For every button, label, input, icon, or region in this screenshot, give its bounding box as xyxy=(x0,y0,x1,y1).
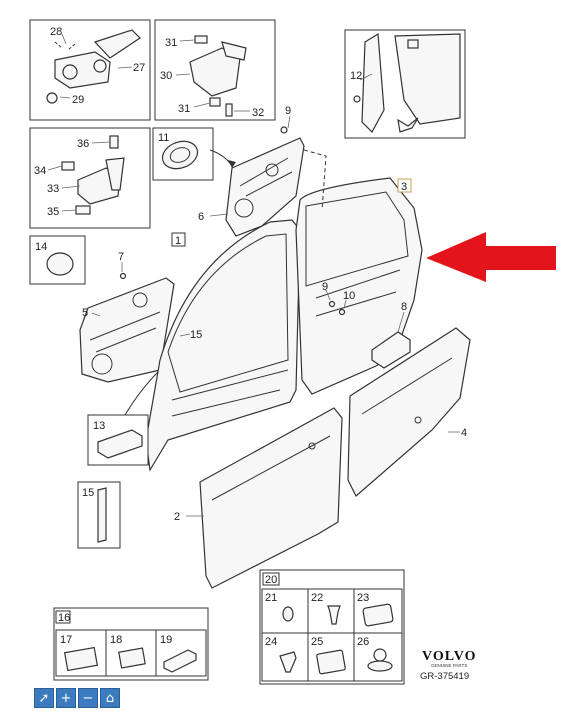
callout-20: 20 xyxy=(265,574,277,586)
callout-23: 23 xyxy=(357,592,369,604)
home-icon[interactable]: ⌂ xyxy=(100,688,120,708)
inset-pad-13: 13 xyxy=(87,371,159,466)
callout-19: 19 xyxy=(160,634,172,646)
callout-6: 6 xyxy=(198,211,204,223)
callout-2: 2 xyxy=(174,511,180,523)
callout-29: 29 xyxy=(72,94,84,106)
inset-plug: 14 xyxy=(29,235,86,285)
callout-5: 5 xyxy=(82,307,88,319)
callout-14: 14 xyxy=(35,241,47,253)
rear-module-panel: 9 6 xyxy=(198,105,305,237)
rear-outer-panel: 4 xyxy=(347,327,471,497)
callout-18: 18 xyxy=(110,634,122,646)
callout-8: 8 xyxy=(401,301,407,313)
callout-36: 36 xyxy=(77,138,89,150)
callout-15a: 15 xyxy=(190,329,202,341)
volvo-brand: VOLVO GENUINE PARTS GR-375419 xyxy=(420,649,477,682)
front-door-shell: 1 15 xyxy=(145,219,301,472)
callout-34: 34 xyxy=(34,165,46,177)
callout-7: 7 xyxy=(118,251,124,263)
callout-17: 17 xyxy=(60,634,72,646)
callout-33: 33 xyxy=(47,183,59,195)
callout-30: 30 xyxy=(160,70,172,82)
callout-15b: 15 xyxy=(82,487,94,499)
callout-16: 16 xyxy=(58,612,70,624)
callout-9a: 9 xyxy=(285,105,291,117)
callout-22: 22 xyxy=(311,592,323,604)
diagram-toolbar: ➚ + − ⌂ xyxy=(34,688,120,708)
accessory-set-16: 16 17 18 19 xyxy=(53,607,209,681)
callout-12: 12 xyxy=(350,70,362,82)
callout-9b: 9 xyxy=(322,281,328,293)
callout-35: 35 xyxy=(47,206,59,218)
callout-28: 28 xyxy=(50,26,62,38)
brand-name: VOLVO xyxy=(422,649,477,664)
callout-3: 3 xyxy=(401,181,407,193)
inset-door-check: 36 34 33 35 xyxy=(29,127,151,229)
brand-tagline: GENUINE PARTS xyxy=(431,663,467,668)
callout-27: 27 xyxy=(133,62,145,74)
rear-bracket: 8 xyxy=(371,301,411,369)
callout-32: 32 xyxy=(252,107,264,119)
front-outer-panel: 2 xyxy=(174,407,343,589)
zoom-out-icon[interactable]: − xyxy=(78,688,98,708)
callout-11: 11 xyxy=(158,132,169,144)
callout-24: 24 xyxy=(265,636,277,648)
callout-31b: 31 xyxy=(178,103,190,115)
fastener-set-20: 20 21 22 23 24 25 26 xyxy=(259,569,405,685)
inset-strip-15: 15 xyxy=(77,481,121,549)
inset-door-edge: 12 xyxy=(344,29,466,139)
front-module-panel: 7 5 xyxy=(79,251,175,383)
callout-4: 4 xyxy=(461,427,467,439)
callout-31a: 31 xyxy=(165,37,177,49)
callout-1: 1 xyxy=(175,235,181,247)
callout-25: 25 xyxy=(311,636,323,648)
rear-door-shell: 3 9 10 xyxy=(295,149,423,395)
red-arrow-icon xyxy=(426,232,556,282)
inset-upper-hinge: 28 27 29 xyxy=(29,19,151,121)
callout-26: 26 xyxy=(357,636,369,648)
callout-13: 13 xyxy=(93,420,105,432)
zoom-in-icon[interactable]: + xyxy=(56,688,76,708)
inset-seal: 11 xyxy=(152,127,236,181)
inset-lower-hinge: 31 30 31 32 xyxy=(154,19,276,121)
callout-21: 21 xyxy=(265,592,277,604)
pointer-icon[interactable]: ➚ xyxy=(34,688,54,708)
reference-number: GR-375419 xyxy=(420,671,469,682)
callout-10: 10 xyxy=(343,290,355,302)
